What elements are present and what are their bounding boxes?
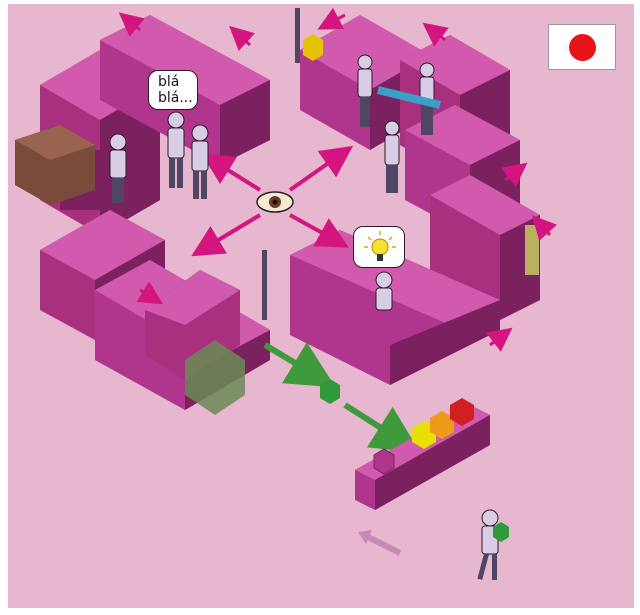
green-part — [320, 379, 340, 404]
worker-top-right-3 — [385, 121, 399, 193]
overview-eye — [205, 155, 340, 248]
kanban-shelf — [355, 398, 490, 510]
japan-flag — [548, 24, 616, 70]
worker-top-right-1 — [358, 55, 372, 127]
speech-bubble: blá blá... — [148, 70, 198, 110]
speech-line-1: blá — [158, 74, 179, 90]
worker-talking-2 — [192, 125, 208, 199]
flag-sun-disc — [569, 34, 596, 61]
worker-at-machine — [110, 134, 126, 203]
cell-top-left — [15, 15, 270, 235]
cell-bottom-right — [290, 175, 540, 385]
worker-talking-1 — [168, 112, 184, 188]
worker-carrying-box — [477, 510, 509, 580]
lightbulb-icon — [354, 227, 406, 269]
worker-thinking — [376, 272, 392, 310]
speech-line-2: blá... — [158, 90, 193, 106]
cell-bottom-left — [40, 210, 270, 415]
incoming-arrow — [368, 537, 400, 553]
idea-bubble — [353, 226, 405, 268]
